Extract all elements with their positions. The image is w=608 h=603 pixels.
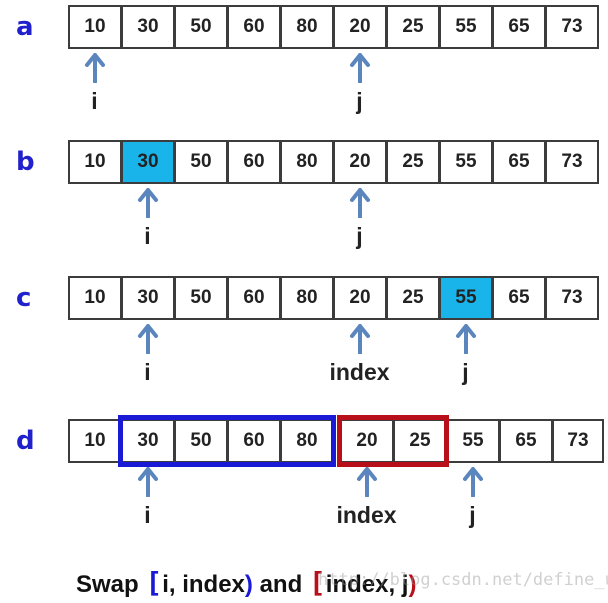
pointer-label-i: i (144, 502, 151, 528)
array-cell: 80 (280, 140, 334, 184)
array-cell: 20 (333, 5, 387, 49)
pointer-label-index: index (336, 502, 397, 528)
array-cell: 50 (174, 276, 228, 320)
group-box-index-j (337, 415, 449, 467)
array-cell: 50 (174, 5, 228, 49)
pointer-label-j: j (469, 502, 476, 528)
array-cell: 10 (68, 276, 122, 320)
array-cell: 25 (386, 140, 440, 184)
pointer-label-j: j (462, 359, 469, 385)
pointer-label-i: i (144, 223, 151, 249)
pointer-label-index: index (329, 359, 390, 385)
array-cell: 60 (227, 140, 281, 184)
array-cell: 80 (280, 5, 334, 49)
array-cell: 65 (499, 419, 553, 463)
array-cell: 30 (121, 140, 175, 184)
array-cell: 73 (545, 276, 599, 320)
up-arrow-icon (455, 324, 476, 354)
row-label-b: b (16, 147, 35, 177)
array-cell: 10 (68, 140, 122, 184)
array-cell: 25 (386, 276, 440, 320)
caption-open-bracket-1: [ (145, 566, 163, 599)
caption-close-paren-2: ) (408, 571, 417, 598)
array-cell: 73 (545, 140, 599, 184)
pointer-label-j: j (356, 88, 363, 114)
array-cell: 30 (121, 419, 175, 463)
array-cell: 80 (280, 276, 334, 320)
array-cell: 25 (386, 5, 440, 49)
caption-prefix: Swap (76, 571, 146, 598)
caption-open-bracket-2: [ (308, 566, 326, 599)
array-cell: 60 (227, 276, 281, 320)
row-label-c: c (16, 283, 32, 313)
row-label-a: a (16, 12, 34, 42)
array-cell: 65 (492, 140, 546, 184)
up-arrow-icon (349, 53, 370, 83)
array-cell: 73 (545, 5, 599, 49)
caption: Swap [i, index) and [index, j) (76, 566, 416, 602)
array-cell: 50 (174, 140, 228, 184)
array-cell: 65 (492, 5, 546, 49)
up-arrow-icon (356, 467, 377, 497)
up-arrow-icon (84, 53, 105, 83)
row-label-d: d (16, 426, 35, 456)
group-box-i-index (118, 415, 336, 467)
caption-middle: and (252, 571, 309, 598)
up-arrow-icon (462, 467, 483, 497)
array-cell: 20 (333, 276, 387, 320)
up-arrow-icon (137, 188, 158, 218)
array-cell: 10 (68, 419, 122, 463)
pointer-label-i: i (144, 359, 151, 385)
array-cell: 60 (227, 5, 281, 49)
array-cell: 20 (333, 140, 387, 184)
up-arrow-icon (137, 324, 158, 354)
array-cell: 73 (552, 419, 604, 463)
array-cell: 55 (439, 276, 493, 320)
array-cell: 10 (68, 5, 122, 49)
caption-range-2: index, j (325, 571, 409, 598)
array-cell: 30 (121, 5, 175, 49)
array-cell: 55 (439, 140, 493, 184)
array-cell: 55 (446, 419, 500, 463)
pointer-label-i: i (91, 88, 98, 114)
caption-range-1: i, index (162, 571, 245, 598)
array-cell: 65 (492, 276, 546, 320)
up-arrow-icon (349, 324, 370, 354)
watermark: http://blog.csdn.net/define_us (318, 570, 608, 590)
array-cell: 30 (121, 276, 175, 320)
array-cell: 55 (439, 5, 493, 49)
up-arrow-icon (137, 467, 158, 497)
up-arrow-icon (349, 188, 370, 218)
caption-close-paren-1: ) (244, 571, 253, 598)
pointer-label-j: j (356, 223, 363, 249)
